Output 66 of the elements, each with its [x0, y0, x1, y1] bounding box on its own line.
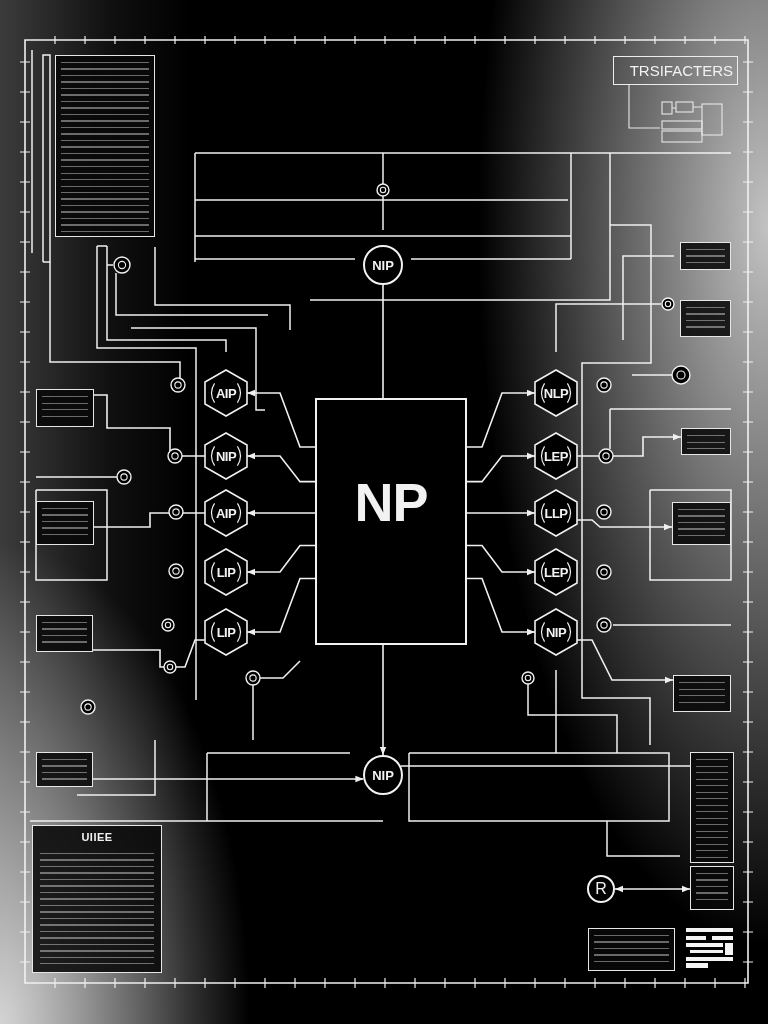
hexagon-node	[534, 489, 578, 537]
note-panel	[55, 55, 155, 237]
arrow	[466, 389, 536, 448]
note-panel	[588, 928, 675, 971]
note-panel	[36, 615, 93, 652]
node-label: NIP	[545, 625, 567, 639]
arrow	[246, 577, 316, 636]
arrow	[466, 452, 536, 483]
connector-line	[93, 394, 206, 457]
note-panel	[36, 501, 94, 545]
panel-heading: UIIEE	[81, 832, 113, 843]
node-label: NIP	[215, 449, 237, 463]
note-panel	[36, 389, 94, 427]
node-label: LIP	[216, 565, 236, 579]
hexagon-node	[534, 369, 578, 417]
connector-line	[382, 284, 384, 399]
box-title: TRSIFACTERS	[629, 63, 733, 78]
connector-line	[400, 765, 691, 767]
arrow	[246, 544, 316, 576]
note-panel	[690, 866, 734, 910]
node-label: LEP	[544, 449, 568, 463]
arrow	[466, 544, 536, 576]
connector-line	[92, 639, 206, 668]
arrow	[246, 452, 316, 483]
node-label: NIP	[372, 258, 394, 272]
note-panel	[690, 752, 734, 863]
node-label: NP	[354, 474, 428, 529]
process-box	[315, 398, 467, 645]
node-label: NIP	[372, 768, 394, 782]
arrow	[466, 509, 536, 517]
note-panel	[681, 428, 731, 455]
hexagon-node	[534, 608, 578, 656]
node-label: AIP	[215, 386, 237, 400]
circle-node	[587, 875, 615, 903]
hexagon-node	[534, 548, 578, 596]
arrow	[576, 433, 682, 457]
node-label: R	[595, 881, 607, 897]
hexagon-node	[204, 369, 248, 417]
arrow	[379, 644, 387, 756]
note-panel	[32, 825, 162, 973]
arrow	[246, 389, 316, 448]
note-panel	[672, 502, 731, 545]
connector-line	[93, 512, 206, 528]
circle-node	[363, 245, 403, 285]
arrow	[92, 775, 365, 783]
hexagon-node	[204, 608, 248, 656]
node-label: LLP	[544, 506, 568, 520]
note-panel	[680, 242, 731, 270]
node-label: AIP	[215, 506, 237, 520]
arrow	[576, 639, 674, 684]
hexagon-node	[204, 432, 248, 480]
arrow	[614, 885, 691, 893]
node-label: LEP	[544, 565, 568, 579]
hexagon-node	[204, 489, 248, 537]
node-label: LIP	[216, 625, 236, 639]
label-box	[613, 56, 738, 85]
node-label: NLP	[543, 386, 569, 400]
hexagon-node	[204, 548, 248, 596]
arrow	[576, 519, 673, 531]
arrow	[466, 577, 536, 636]
note-panel	[680, 300, 731, 337]
note-panel	[673, 675, 731, 712]
hexagon-node	[534, 432, 578, 480]
note-panel	[36, 752, 93, 787]
circle-node	[363, 755, 403, 795]
arrow	[246, 509, 316, 517]
